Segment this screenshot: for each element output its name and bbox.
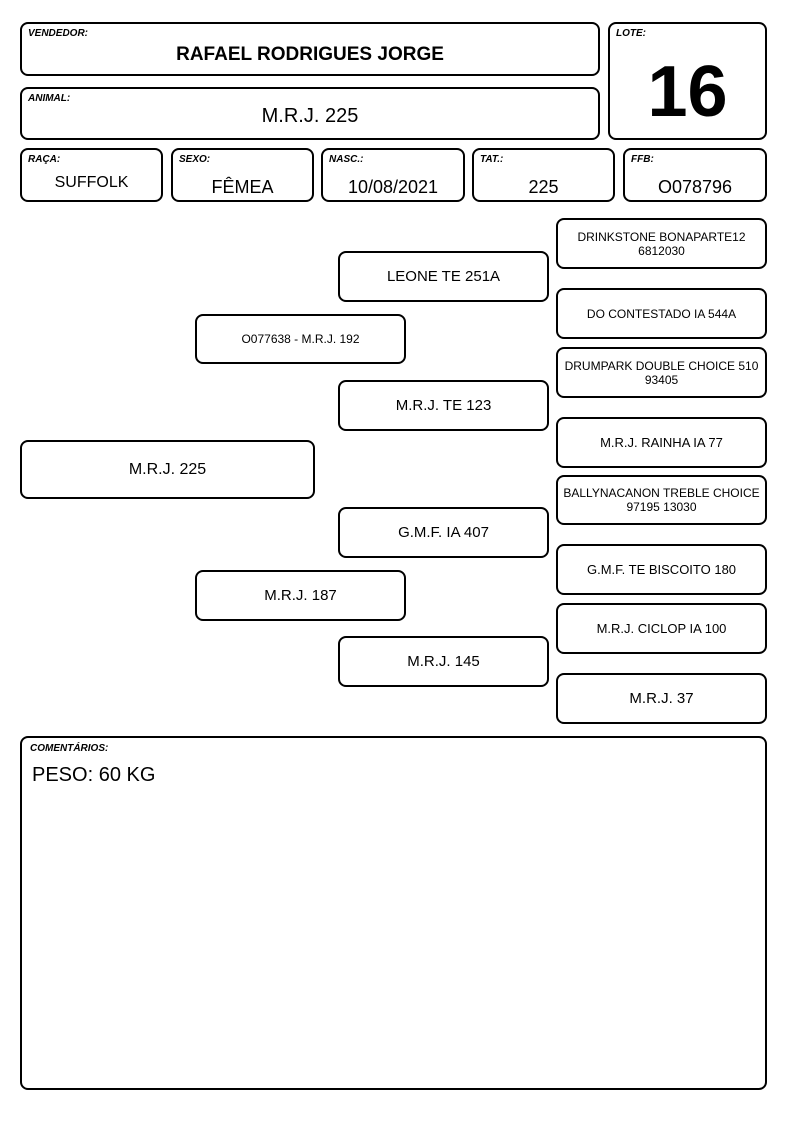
pedigree-gg-8: M.R.J. 37 [556,673,767,724]
sexo-value: FÊMEA [211,177,274,197]
pedigree-gg-3: DRUMPARK DOUBLE CHOICE 510 93405 [556,347,767,398]
tat-label: TAT.: [480,154,504,165]
nasc-label: NASC.: [329,154,364,165]
nasc-box: NASC.: 10/08/2021 [321,148,465,202]
raca-value: SUFFOLK [54,174,129,191]
pedigree-sire: O077638 - M.R.J. 192 [195,314,406,364]
pedigree-sire-label: O077638 - M.R.J. 192 [241,332,360,346]
pedigree-sire-dam-label: M.R.J. TE 123 [395,397,492,414]
pedigree-dam-dam: M.R.J. 145 [338,636,549,687]
pedigree-gg-7: M.R.J. CICLOP IA 100 [556,603,767,654]
animal-value: M.R.J. 225 [261,105,359,127]
sexo-label: SEXO: [179,154,211,165]
lote-label: LOTE: [616,28,646,39]
pedigree-gg-2: DO CONTESTADO IA 544A [556,288,767,339]
comments-text: PESO: 60 KG [32,764,156,786]
comments-label: COMENTÁRIOS: [30,743,109,754]
pedigree-dam-dam-label: M.R.J. 145 [407,653,480,670]
pedigree-gg-5: BALLYNACANON TREBLE CHOICE 97195 13030 [556,475,767,525]
pedigree-gg-1: DRINKSTONE BONAPARTE12 6812030 [556,218,767,269]
vendedor-value: RAFAEL RODRIGUES JORGE [176,44,444,65]
raca-label: RAÇA: [28,154,61,165]
pedigree-gg-6-label: G.M.F. TE BISCOITO 180 [586,562,737,577]
pedigree-dam-sire-label: G.M.F. IA 407 [398,524,489,541]
sexo-box: SEXO: FÊMEA [171,148,314,202]
lote-value: 16 [647,52,728,132]
vendedor-box: VENDEDOR: RAFAEL RODRIGUES JORGE [20,22,600,76]
pedigree-dam-label: M.R.J. 187 [264,587,337,604]
pedigree-dam: M.R.J. 187 [195,570,406,621]
pedigree-gg-7-label: M.R.J. CICLOP IA 100 [596,621,727,636]
pedigree-sire-sire-label: LEONE TE 251A [386,268,501,285]
ffb-value: O078796 [657,177,733,197]
tat-box: TAT.: 225 [472,148,615,202]
vendedor-label: VENDEDOR: [28,28,89,39]
pedigree-animal: M.R.J. 225 [20,440,315,499]
comments-box: COMENTÁRIOS: PESO: 60 KG [20,736,767,1090]
pedigree-sire-dam: M.R.J. TE 123 [338,380,549,431]
ffb-label: FFB: [631,154,654,165]
nasc-value: 10/08/2021 [347,177,439,197]
pedigree-gg-8-label: M.R.J. 37 [629,690,694,707]
pedigree-gg-4-label: M.R.J. RAINHA IA 77 [600,435,723,450]
pedigree-gg-5-label: BALLYNACANON TREBLE CHOICE 97195 13030 [563,486,760,514]
raca-box: RAÇA: SUFFOLK [20,148,163,202]
animal-label: ANIMAL: [28,93,71,104]
lote-box: LOTE: 16 [608,22,767,140]
pedigree-gg-2-label: DO CONTESTADO IA 544A [586,306,737,321]
pedigree-gg-6: G.M.F. TE BISCOITO 180 [556,544,767,595]
ffb-box: FFB: O078796 [623,148,767,202]
tat-value: 225 [528,177,559,197]
pedigree-gg-3-label: DRUMPARK DOUBLE CHOICE 510 93405 [564,358,759,387]
pedigree-gg-1-label: DRINKSTONE BONAPARTE12 6812030 [577,229,746,258]
pedigree-animal-label: M.R.J. 225 [128,460,207,478]
pedigree-dam-sire: G.M.F. IA 407 [338,507,549,558]
pedigree-sire-sire: LEONE TE 251A [338,251,549,302]
animal-box: ANIMAL: M.R.J. 225 [20,87,600,140]
pedigree-gg-4: M.R.J. RAINHA IA 77 [556,417,767,468]
